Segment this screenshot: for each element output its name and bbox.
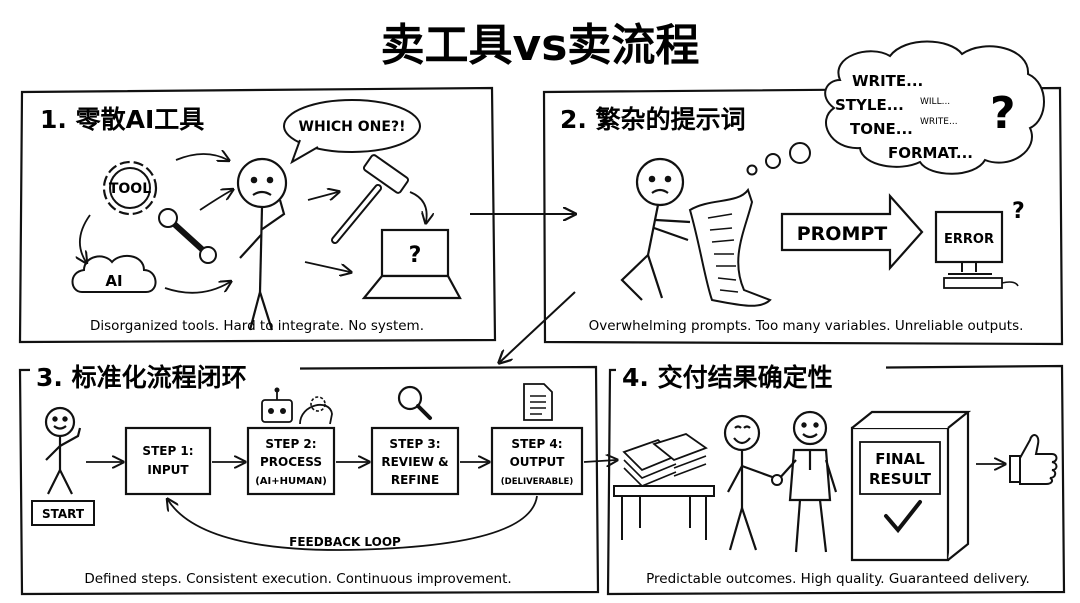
result-label: RESULT — [869, 470, 932, 488]
gear-label: TOOL — [109, 181, 151, 197]
wrench-icon — [158, 208, 217, 264]
panel-1-title: 1. 零散AI工具 — [40, 105, 204, 134]
feedback-loop-arrow — [168, 495, 538, 551]
step-line: STEP 4: — [511, 437, 562, 451]
start-label: START — [42, 507, 85, 521]
thought-word: WRITE... — [852, 72, 923, 90]
hammer-icon — [331, 154, 410, 244]
cycle-arrow — [80, 214, 91, 262]
speech-bubble: WHICH ONE?! — [283, 99, 421, 165]
panel-3-title: 3. 标准化流程闭环 — [36, 363, 247, 392]
panel-4-frame — [606, 364, 1066, 596]
step-box: STEP 3: REVIEW & REFINE — [370, 426, 460, 496]
cycle-arrow — [164, 282, 230, 294]
start-person — [44, 406, 82, 495]
step-line: STEP 3: — [389, 437, 440, 451]
document-icon — [523, 383, 553, 421]
laptop-question-mark: ? — [409, 243, 422, 268]
handshake — [771, 474, 783, 486]
error-question-mark: ? — [1012, 199, 1025, 224]
thumbs-up-icon — [1009, 434, 1058, 485]
smiling-person — [723, 414, 776, 551]
overwhelmed-person — [620, 157, 691, 301]
thought-cloud: WRITE... STYLE... TONE... FORMAT... WILL… — [746, 40, 1045, 176]
step-line: STEP 2: — [265, 437, 316, 451]
panel-1-frame — [18, 86, 497, 344]
confused-person — [236, 157, 288, 331]
panel-4: 4. 交付结果确定性 — [606, 356, 1066, 596]
panel-3-frame — [18, 365, 600, 596]
arrow — [304, 261, 350, 272]
step-line: (AI+HUMAN) — [255, 476, 327, 487]
panel-1-caption: Disorganized tools. Hard to integrate. N… — [90, 318, 424, 334]
step-line: REVIEW & — [381, 455, 448, 469]
feedback-loop-label: FEEDBACK LOOP — [289, 535, 401, 549]
laptop-icon: ? — [361, 228, 462, 300]
main-title: 卖工具vs卖流程 — [381, 20, 700, 71]
arrow — [409, 191, 427, 222]
document-stack-table — [613, 433, 715, 540]
gear-icon: TOOL — [102, 160, 158, 216]
step-line: REFINE — [391, 473, 439, 487]
prompt-arrow: PROMPT — [780, 193, 924, 271]
cloud-label: AI — [105, 272, 122, 290]
step-box: STEP 1: INPUT — [124, 426, 212, 496]
panel-3-caption: Defined steps. Consistent execution. Con… — [84, 571, 511, 587]
start-sign: START — [31, 500, 95, 526]
checkmark-icon — [884, 500, 922, 534]
flow-arrow — [583, 460, 616, 462]
brain-person-icon — [299, 396, 333, 425]
final-label: FINAL — [875, 450, 925, 468]
panel-2-title: 2. 繁杂的提示词 — [560, 105, 746, 134]
thought-word: FORMAT... — [888, 144, 973, 162]
step-line: STEP 1: — [142, 444, 193, 458]
magnifier-icon — [397, 385, 432, 420]
robot-icon — [261, 387, 293, 423]
panel-2: 2. 繁杂的提示词 WRITE... STYLE... TONE... FORM… — [542, 40, 1064, 346]
businessman — [777, 410, 838, 553]
step-box: STEP 4: OUTPUT (DELIVERABLE) — [490, 426, 584, 496]
cycle-arrow — [199, 190, 232, 211]
thought-word: TONE... — [850, 120, 913, 138]
scroll-icon — [688, 187, 772, 307]
prompt-label: PROMPT — [797, 223, 888, 245]
panel-3: 3. 标准化流程闭环 — [18, 356, 616, 596]
panel-4-caption: Predictable outcomes. High quality. Guar… — [646, 571, 1030, 587]
panel-4-title: 4. 交付结果确定性 — [622, 363, 833, 392]
arrow — [307, 192, 338, 201]
step-box: STEP 2: PROCESS (AI+HUMAN) — [246, 426, 336, 496]
panel-1: 1. 零散AI工具 WHICH ONE?! TOOL AI — [18, 86, 497, 344]
thought-word: STYLE... — [835, 96, 904, 114]
question-mark-icon: ? — [990, 88, 1016, 139]
cloud-icon: AI — [71, 254, 157, 293]
step-line: PROCESS — [260, 455, 322, 469]
step-line: (DELIVERABLE) — [501, 477, 574, 487]
speech-bubble-text: WHICH ONE?! — [299, 119, 406, 135]
monitor-icon: ERROR ? — [934, 199, 1025, 289]
step-line: INPUT — [147, 463, 189, 477]
flow-arrow — [500, 291, 576, 362]
panel-2-caption: Overwhelming prompts. Too many variables… — [589, 318, 1024, 334]
error-label: ERROR — [944, 232, 994, 247]
thought-small-word: WRITE... — [920, 117, 958, 127]
step-line: OUTPUT — [510, 455, 566, 469]
final-result-box: FINAL RESULT — [850, 410, 972, 562]
cycle-arrow — [175, 154, 228, 160]
thought-small-word: WILL... — [920, 97, 950, 107]
